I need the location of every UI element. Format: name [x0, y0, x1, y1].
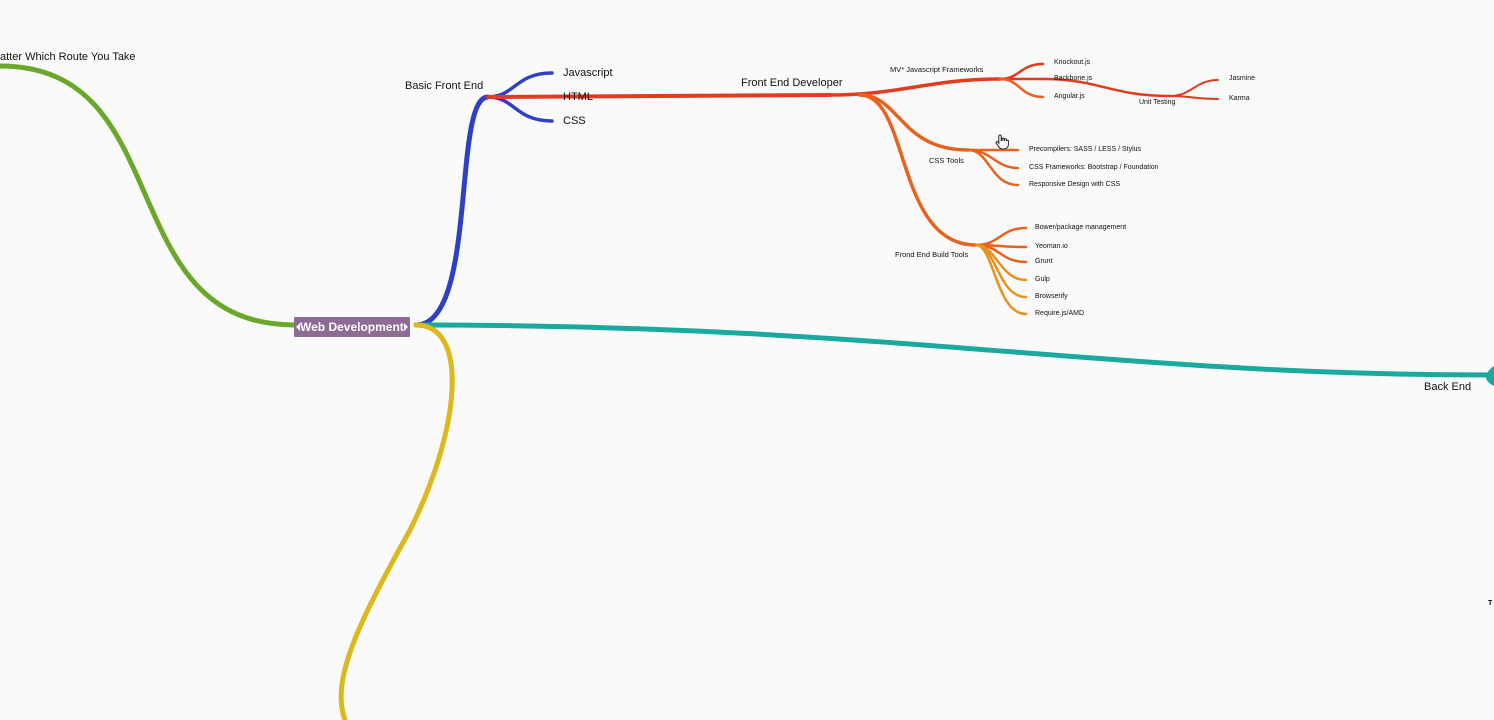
link-bower	[974, 226, 1028, 247]
link-front-end	[413, 94, 491, 328]
node-basic-front-end[interactable]: Basic Front End	[405, 80, 484, 92]
node-route-label[interactable]: atter Which Route You Take	[0, 51, 136, 63]
node-mv-frameworks[interactable]: MV* Javascript Frameworks	[890, 65, 984, 74]
node-unit-testing[interactable]: Unit Testing	[1139, 99, 1176, 106]
link-left-route	[0, 63, 298, 328]
root-node[interactable]: Web Development	[294, 317, 410, 337]
link-frameworks	[828, 77, 1002, 97]
back-end-node-edge	[1486, 366, 1494, 386]
node-angular[interactable]: Angular.js	[1054, 93, 1085, 100]
link-karma	[1169, 95, 1219, 100]
link-css	[486, 95, 554, 123]
link-knockout	[998, 62, 1045, 81]
node-html[interactable]: HTML	[563, 91, 593, 103]
node-css[interactable]: CSS	[563, 115, 586, 127]
node-knockout[interactable]: Knockout.js	[1054, 59, 1091, 66]
node-karma[interactable]: Karma	[1229, 95, 1250, 102]
node-edge-fragment[interactable]: T	[1488, 600, 1493, 607]
node-jasmine[interactable]: Jasmine	[1229, 75, 1256, 82]
node-bower[interactable]: Bower/package management	[1035, 224, 1127, 231]
node-precompilers[interactable]: Precompilers: SASS / LESS / Stylus	[1029, 146, 1142, 153]
link-requirejs	[974, 243, 1028, 316]
node-back-end[interactable]: Back End	[1424, 381, 1472, 393]
node-responsive-design[interactable]: Responsive Design with CSS	[1029, 181, 1121, 188]
node-grunt[interactable]: Grunt	[1035, 258, 1053, 265]
node-browserify[interactable]: Browserify	[1035, 293, 1068, 300]
node-css-frameworks[interactable]: CSS Frameworks: Bootstrap / Foundation	[1029, 164, 1159, 171]
node-requirejs[interactable]: Require.js/AMD	[1035, 310, 1085, 317]
link-back-end	[413, 322, 1494, 378]
node-front-end-developer[interactable]: Front End Developer	[741, 77, 843, 89]
node-build-tools[interactable]: Frond End Build Tools	[895, 250, 969, 259]
link-responsive	[966, 148, 1020, 187]
link-build-tools	[858, 93, 978, 247]
node-backbone[interactable]: Backbone.js	[1054, 75, 1093, 82]
hand-cursor-icon	[995, 134, 1009, 150]
link-lower-branch	[338, 322, 455, 720]
node-yeoman[interactable]: Yeoman.io	[1035, 243, 1068, 250]
link-unit-testing	[1041, 77, 1172, 98]
link-angular	[998, 77, 1045, 99]
link-javascript	[486, 71, 554, 99]
link-html	[486, 93, 832, 99]
node-css-tools[interactable]: CSS Tools	[929, 156, 964, 165]
node-gulp[interactable]: Gulp	[1035, 276, 1050, 283]
link-jasmine	[1169, 79, 1219, 97]
node-javascript[interactable]: Javascript	[563, 67, 613, 79]
